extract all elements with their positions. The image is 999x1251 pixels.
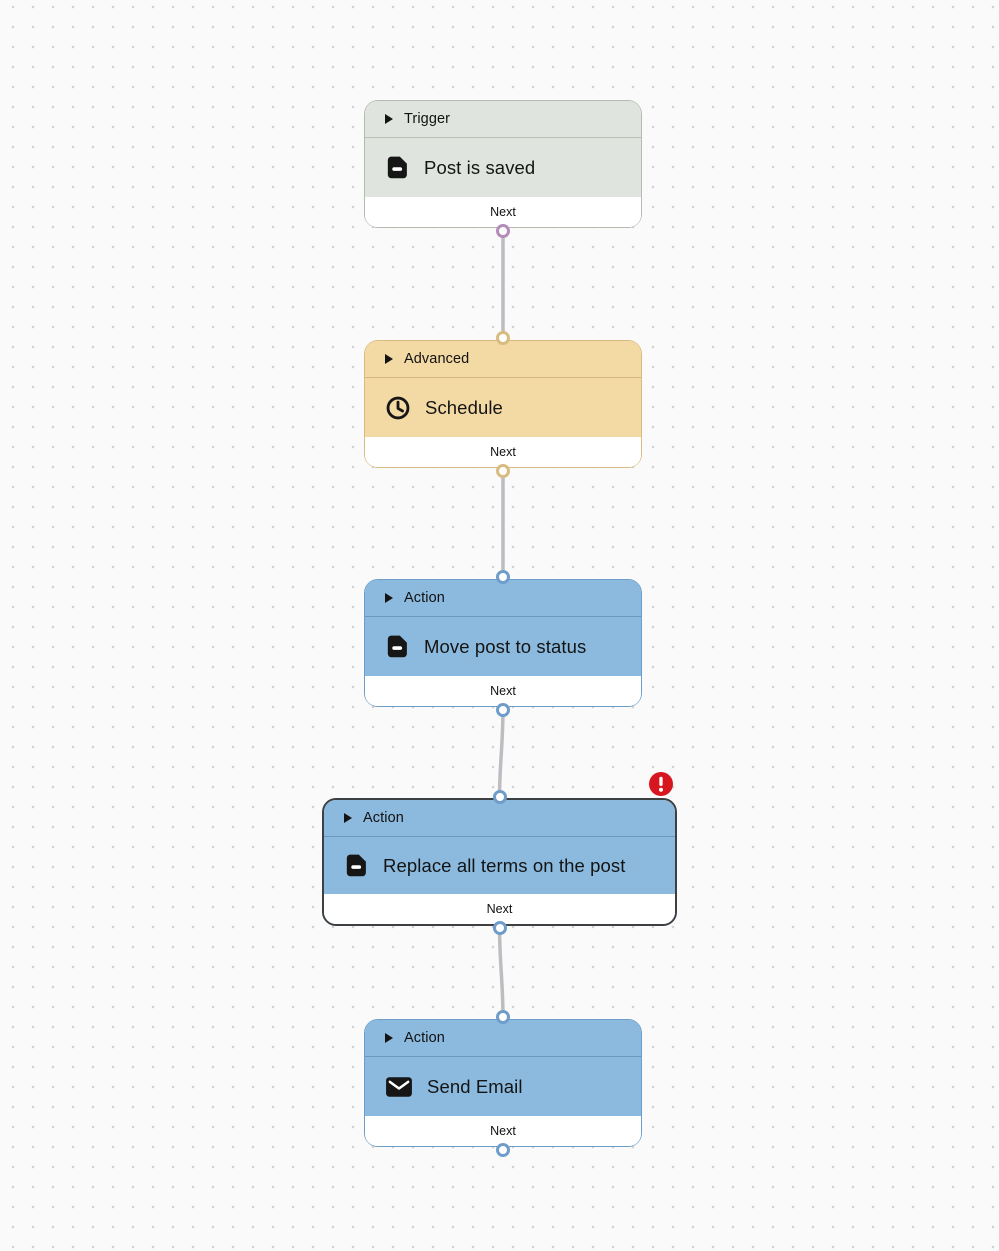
node-card: Action Move post to status Next — [365, 580, 641, 706]
node-header[interactable]: Trigger — [365, 101, 641, 138]
edge-movepost-to-replace — [497, 705, 505, 800]
node-card: Advanced Schedule Next — [365, 341, 641, 467]
node-title: Schedule — [425, 396, 503, 418]
node-header[interactable]: Advanced — [365, 341, 641, 378]
node-action-replace-all-terms[interactable]: Action Replace all terms on the post Nex… — [322, 772, 677, 935]
node-title: Move post to status — [424, 635, 587, 657]
output-port[interactable] — [496, 702, 510, 717]
input-port[interactable] — [496, 569, 510, 584]
node-card: Action Send Email Next — [365, 1020, 641, 1146]
input-port[interactable] — [496, 1009, 510, 1024]
node-footer-next[interactable]: Next — [365, 1116, 641, 1146]
node-action-move-post-to-status[interactable]: Action Move post to status Next — [364, 569, 642, 717]
collapse-arrow-icon[interactable] — [385, 593, 393, 603]
node-body[interactable]: Schedule — [365, 378, 641, 437]
email-icon — [385, 1075, 413, 1099]
node-category-label: Action — [404, 1030, 445, 1046]
collapse-arrow-icon[interactable] — [385, 1033, 393, 1043]
node-category-label: Advanced — [404, 351, 470, 367]
next-label: Next — [490, 684, 516, 698]
collapse-arrow-icon[interactable] — [385, 354, 393, 364]
node-advanced-schedule[interactable]: Advanced Schedule Next — [364, 330, 642, 478]
document-icon — [385, 634, 410, 659]
document-icon — [344, 853, 369, 878]
node-action-send-email[interactable]: Action Send Email Next — [364, 1009, 642, 1157]
node-category-label: Action — [363, 810, 404, 826]
node-card: Action Replace all terms on the post Nex… — [324, 800, 675, 924]
node-footer-next[interactable]: Next — [365, 197, 641, 227]
node-header[interactable]: Action — [365, 1020, 641, 1057]
node-body[interactable]: Replace all terms on the post — [324, 837, 675, 894]
node-body[interactable]: Post is saved — [365, 138, 641, 197]
clock-icon — [385, 395, 411, 421]
node-body[interactable]: Send Email — [365, 1057, 641, 1116]
edge-replace-to-sendemail — [497, 924, 505, 1021]
collapse-arrow-icon[interactable] — [344, 813, 352, 823]
node-body[interactable]: Move post to status — [365, 617, 641, 676]
node-header[interactable]: Action — [324, 800, 675, 837]
next-label: Next — [486, 902, 513, 916]
next-label: Next — [490, 445, 516, 459]
node-category-label: Trigger — [404, 111, 451, 127]
output-port[interactable] — [496, 1142, 510, 1157]
document-icon — [385, 155, 410, 180]
node-title: Replace all terms on the post — [383, 854, 626, 876]
output-port[interactable] — [496, 223, 510, 238]
node-card: Trigger Post is saved Next — [365, 101, 641, 227]
node-category-label: Action — [404, 590, 445, 606]
node-title: Post is saved — [424, 156, 536, 178]
input-port[interactable] — [496, 330, 510, 345]
output-port[interactable] — [492, 920, 507, 935]
output-port[interactable] — [496, 463, 510, 478]
collapse-arrow-icon[interactable] — [385, 114, 393, 124]
node-footer-next[interactable]: Next — [324, 894, 675, 924]
node-footer-next[interactable]: Next — [365, 676, 641, 706]
node-trigger-post-is-saved[interactable]: Trigger Post is saved Next — [364, 100, 642, 238]
error-badge-icon[interactable] — [649, 772, 673, 796]
next-label: Next — [490, 1124, 516, 1138]
node-header[interactable]: Action — [365, 580, 641, 617]
node-footer-next[interactable]: Next — [365, 437, 641, 467]
input-port[interactable] — [492, 789, 507, 804]
next-label: Next — [490, 205, 516, 219]
node-title: Send Email — [427, 1075, 523, 1097]
